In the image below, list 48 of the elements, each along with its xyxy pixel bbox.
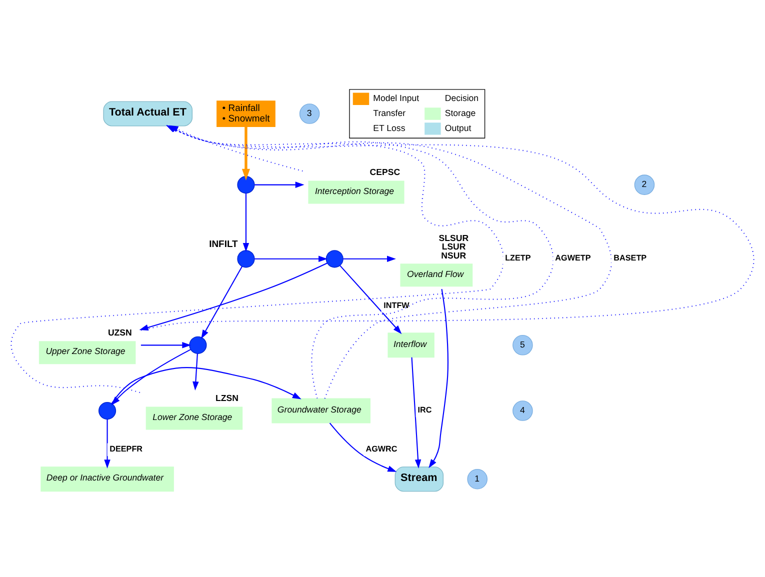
node-box: Overland Flow <box>400 263 473 286</box>
node-circle <box>189 336 207 354</box>
legend-label: Decision <box>444 92 479 103</box>
node-box: Groundwater Storage <box>272 398 370 423</box>
node-circle <box>326 250 344 268</box>
node-box: Deep or Inactive Groundwater <box>40 466 174 492</box>
node-label: LZSN <box>216 392 238 402</box>
node-circle: 3 <box>299 103 320 124</box>
arrow <box>139 262 328 330</box>
node-label: UZSN <box>108 326 132 337</box>
legend-label: Model Input <box>373 92 420 103</box>
node-circle <box>237 176 255 194</box>
arrow <box>428 288 449 468</box>
arrow <box>192 353 199 390</box>
arrow <box>140 342 192 348</box>
node-circle <box>98 401 116 420</box>
node-box: Upper Zone Storage <box>38 340 136 364</box>
node-label: INFILT <box>209 238 238 250</box>
arrow <box>242 192 250 252</box>
legend-label: ET Loss <box>373 122 406 132</box>
node-label: SLSUR <box>438 232 469 242</box>
node-circle: 2 <box>634 174 655 194</box>
arrow <box>254 181 304 188</box>
node-box: Interception Storage <box>308 180 404 204</box>
node-label: NSUR <box>441 250 466 260</box>
node-circle: 4 <box>512 400 533 420</box>
legend-label: Transfer <box>373 108 406 118</box>
node-box: Interflow <box>388 332 434 358</box>
legend-label: Output <box>444 122 472 132</box>
arrow <box>329 422 397 472</box>
arrow <box>201 266 243 338</box>
node-box: Total Actual ET <box>103 100 193 126</box>
node-box: Lower Zone Storage <box>146 406 243 430</box>
node-circle: 5 <box>512 334 533 355</box>
node-circle: 1 <box>467 468 488 489</box>
arrow <box>242 126 250 180</box>
legend-label: Storage <box>444 108 476 118</box>
arrow <box>111 366 302 404</box>
node-box: Stream <box>394 466 444 492</box>
node-circle <box>237 250 255 268</box>
arrow <box>254 255 328 262</box>
arrow <box>340 264 402 334</box>
node-box: • Rainfall • Snowmelt <box>216 100 276 126</box>
node-label: LSUR <box>442 241 466 252</box>
arrow <box>343 255 396 262</box>
node-label: CEPSC <box>370 166 400 176</box>
arrow <box>411 356 422 468</box>
arrow <box>104 418 110 468</box>
